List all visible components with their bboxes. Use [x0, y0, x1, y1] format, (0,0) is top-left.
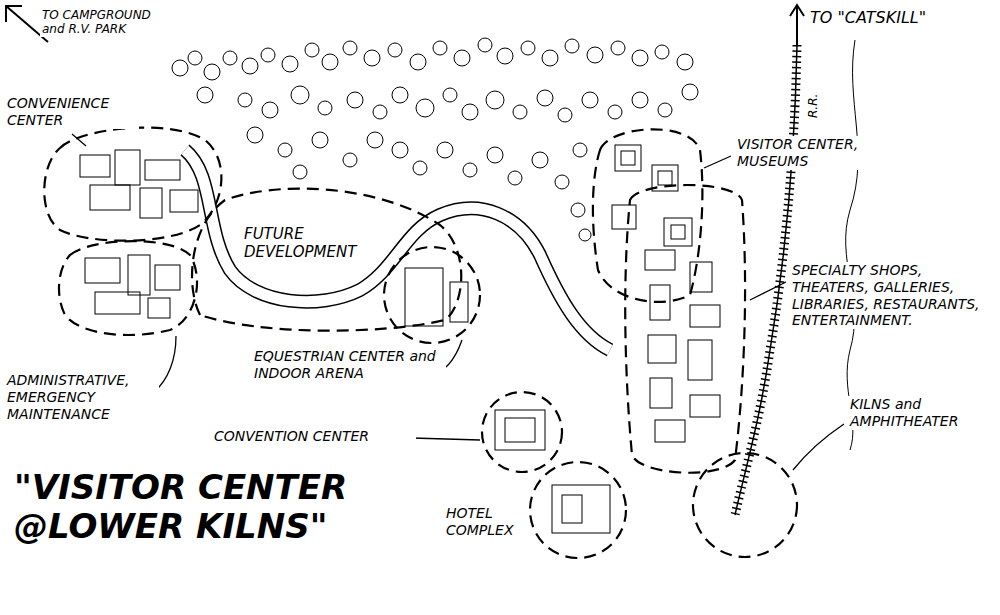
road-surface [185, 150, 610, 350]
direction-arrow [796, 6, 798, 45]
railroad-line [735, 45, 797, 515]
direction-note: TO "CATSKILL" [808, 8, 994, 27]
area-label: EQUESTRIAN CENTER and INDOOR ARENA [252, 348, 446, 382]
zone-region: FUTURE DEVELOPMENT [180, 185, 465, 335]
river-line [846, 40, 858, 450]
road-edge [185, 150, 610, 350]
area-label: SPECIALTY SHOPS, THEATERS, GALLERIES, LI… [790, 262, 994, 329]
plan-title: "VISITOR CENTER @LOWER KILNS" [12, 468, 396, 546]
leader-lines [72, 134, 844, 470]
zone-label: FUTURE DEVELOPMENT [242, 225, 381, 261]
railroad-ties [735, 45, 797, 515]
area-label: CONVENIENCE CENTER [5, 95, 139, 129]
area-label: CONVENTION CENTER [212, 428, 416, 445]
arrow-head [790, 5, 804, 16]
area-label: HOTEL COMPLEX [444, 505, 528, 539]
area-label: ADMINISTRATIVE, EMERGENCY MAINTENANCE [5, 372, 159, 422]
arrow-head [6, 6, 22, 22]
direction-note: TO CAMPGROUND and R.V. PARK [40, 8, 169, 37]
zone-outline-path [192, 189, 461, 331]
railroad-label: R.R. [806, 92, 820, 120]
area-label: VISITOR CENTER, MUSEUMS [735, 136, 917, 170]
area-label: KILNS and AMPHITHEATER [848, 396, 994, 430]
